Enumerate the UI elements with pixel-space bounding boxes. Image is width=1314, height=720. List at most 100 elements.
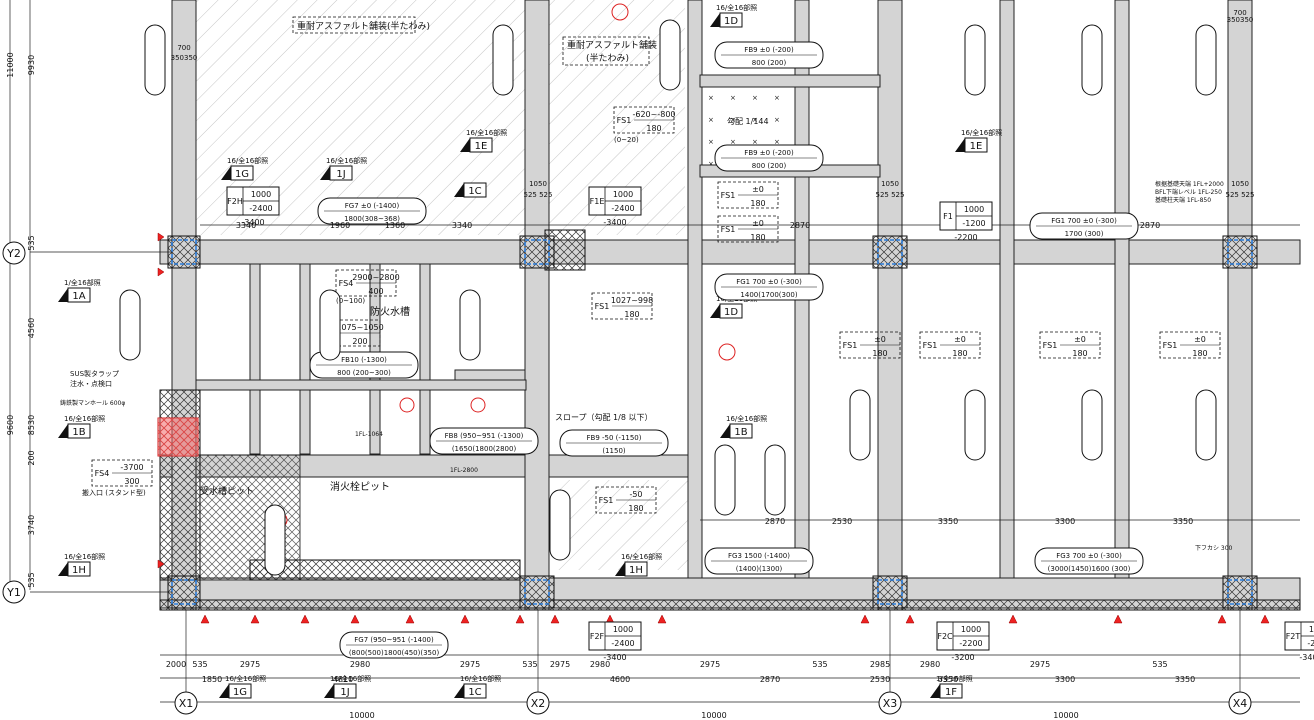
dim-left: 11000: [6, 52, 15, 77]
slab-name: FS4: [339, 279, 354, 288]
beam-mark: FG3 1500 (-1400): [728, 552, 790, 560]
slab-note-fs4b: (0~100): [336, 297, 365, 305]
dim-mid: 2870: [765, 517, 785, 526]
slab-thickness: 180: [624, 310, 639, 319]
footing-bottom: -3400: [241, 218, 264, 227]
column-outlines: [171, 239, 1253, 605]
beam-fb8: FB8 (950~951 (-1300) (1650(1800(2800): [429, 427, 539, 455]
note-eq: 1FL-1064: [355, 431, 383, 438]
footing-top: -1200: [962, 219, 985, 228]
slab-thickness: 180: [750, 199, 765, 208]
slab-thickness: 180: [1072, 349, 1087, 358]
beam-bubble-vertical: [1081, 389, 1103, 461]
dim-top: 1960: [330, 221, 350, 230]
dim-bottom-2: 2530: [870, 675, 890, 684]
red-markers: [272, 3, 736, 528]
section-tag-label: 1C: [468, 186, 481, 197]
note-asphalt-2: 重耐アスファルト舗装: [567, 39, 657, 51]
pit-wall-lower: [249, 559, 521, 581]
slab-level: 2900~2800: [352, 273, 399, 282]
elev-note-3: 基礎柱天端 1FL-850: [1155, 196, 1211, 204]
footing-bottom: -3400: [1299, 653, 1314, 662]
slab-level: ±0: [954, 335, 966, 344]
beam-mark: FG7 (950~951 (-1400): [354, 636, 434, 644]
beam-size: 800 (200~300): [337, 369, 391, 377]
beam-fg3: FG3 1500 (-1400)(1400)(1300): [704, 547, 814, 575]
beam-bubble-vertical: [119, 289, 141, 361]
dim-left: 535: [27, 572, 36, 587]
slab-level: 1027~998: [611, 296, 653, 305]
footing-name: F2T: [1286, 632, 1301, 641]
beam-bubble-vertical: [319, 289, 341, 361]
note-pit-elev: 1FL-2800: [450, 467, 478, 474]
footing-size: 1000: [613, 625, 633, 634]
dim-bottom-1: 2975: [550, 660, 570, 669]
beam-mark: FB8 (950~951 (-1300): [445, 432, 524, 440]
dim-bottom-2: 4600: [610, 675, 630, 684]
red-hatch-fill: [158, 418, 198, 456]
grid-bubble-x3: X3: [878, 691, 902, 715]
footing-F2t: F2T1000-2400-3400: [1284, 621, 1314, 662]
dim-left: 200: [27, 450, 36, 465]
dim-bottom-1: 2975: [240, 660, 260, 669]
section-tag-ref: 1/全16部照: [936, 674, 973, 683]
dim-column: 525 525: [876, 191, 905, 199]
section-tag-ref: 16/全16部照: [961, 128, 1002, 137]
dim-bottom-1: 535: [1152, 660, 1167, 669]
beam-mark: FB9 ±0 (-200): [744, 149, 794, 157]
dim-column: 1050: [1231, 180, 1249, 188]
section-tag-label: 1J: [336, 169, 345, 180]
beam-fg7b: FG7 (950~951 (-1400)(800(500)1800(450)(3…: [339, 631, 449, 659]
dim-top: 1360: [385, 221, 405, 230]
dim-bottom-3: 10000: [1053, 711, 1078, 720]
section-tag-ref: 16/全16部照: [225, 674, 266, 683]
slab-name: FS1: [721, 191, 736, 200]
slab-level: ±0: [1194, 335, 1206, 344]
section-tag-label: 1G: [233, 687, 247, 698]
slab-level: 1075~1050: [336, 323, 383, 332]
beam-bubble-vertical: [849, 389, 871, 461]
slab-name: FS4: [95, 469, 110, 478]
dim-bottom-1: 2980: [920, 660, 940, 669]
dim-bottom-2: 2870: [760, 675, 780, 684]
section-tag-label: 1H: [72, 565, 86, 576]
beam-size: (1650(1800(2800): [452, 445, 517, 453]
beam-bubble-vertical: [964, 24, 986, 96]
note-slope: スロープ（勾配 1/8 以下）: [555, 412, 652, 422]
section-tag-ref: 16/全16部照: [716, 3, 757, 12]
footing-size: 1000: [1309, 625, 1314, 634]
beam-mark: FG3 700 ±0 (-300): [1056, 552, 1122, 560]
note-manhole: 鋳鉄製マンホール 600φ: [60, 399, 125, 407]
section-tag-1C_mid: 1C: [454, 182, 487, 198]
slab-thickness: 300: [124, 477, 139, 486]
section-tag-ref: 16/全16部照: [726, 414, 767, 423]
slab-name: FS1: [1043, 341, 1058, 350]
grid-label-x1: X1: [179, 697, 194, 710]
note-sus: SUS製タラップ: [70, 369, 119, 378]
footing-top: -2400: [611, 204, 634, 213]
dim-left: 9930: [27, 55, 36, 75]
beam-size: 1700 (300): [1065, 230, 1104, 238]
slab-name: FS1: [721, 225, 736, 234]
dim-bottom-1: 2980: [350, 660, 370, 669]
beam-bubble-vertical: [549, 489, 571, 561]
beam-bubble-vertical: [1195, 389, 1217, 461]
beam-bubble-vertical: [714, 444, 736, 516]
bottom-edge-beam: [159, 599, 1301, 611]
section-tag-label: 1H: [629, 565, 643, 576]
section-tag-label: 1B: [72, 427, 85, 438]
slab-name: FS1: [617, 116, 632, 125]
footing-bottom: -3400: [603, 653, 626, 662]
